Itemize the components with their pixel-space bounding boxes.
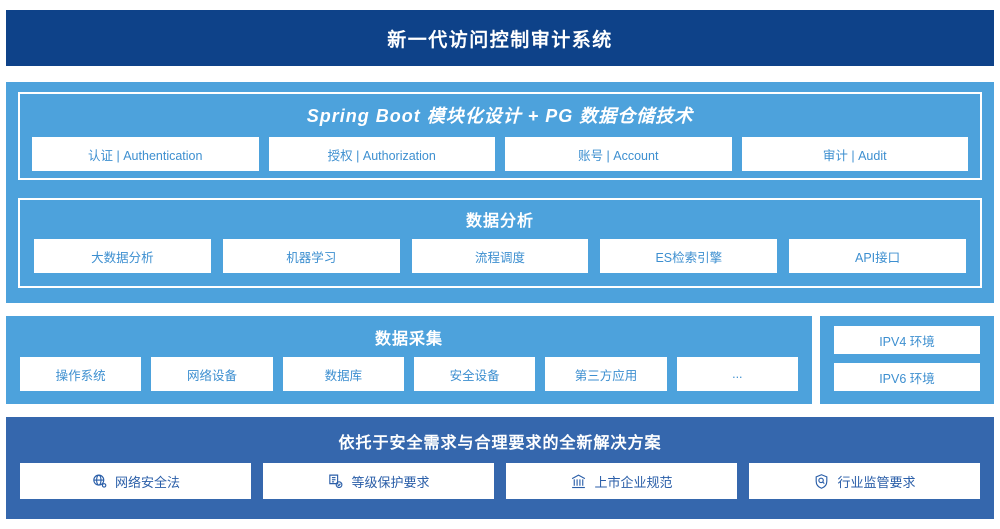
chip-listed-enterprise-norms[interactable]: 上市企业规范	[506, 463, 737, 499]
chip-api-interface[interactable]: API接口	[789, 239, 966, 273]
chip-third-party-application[interactable]: 第三方应用	[545, 357, 667, 391]
chip-big-data-analysis[interactable]: 大数据分析	[34, 239, 211, 273]
chip-authentication[interactable]: 认证 | Authentication	[32, 137, 259, 171]
data-collection-chip-row: 操作系统 网络设备 数据库 安全设备 第三方应用 ...	[6, 357, 812, 391]
bank-building-icon	[570, 473, 587, 490]
data-analysis-chip-row: 大数据分析 机器学习 流程调度 ES检索引擎 API接口	[20, 239, 980, 273]
chip-machine-learning[interactable]: 机器学习	[222, 239, 400, 273]
data-analysis-title: 数据分析	[465, 213, 534, 230]
section-environment: IPV4 环境 IPV6 环境	[820, 316, 994, 404]
chip-industry-regulation-label: 行业监管要求	[837, 474, 916, 490]
chip-database[interactable]: 数据库	[282, 357, 404, 391]
chip-es-search-engine[interactable]: ES检索引擎	[600, 239, 778, 273]
section-spring-boot: Spring Boot 模块化设计 + PG 数据仓储技术 认证 | Authe…	[6, 82, 994, 190]
chip-listed-enterprise-norms-label: 上市企业规范	[594, 474, 673, 490]
chip-ipv4-environment[interactable]: IPV4 环境	[834, 326, 980, 354]
spring-boot-inner-box: Spring Boot 模块化设计 + PG 数据仓储技术 认证 | Authe…	[18, 92, 982, 180]
chip-ipv6-environment[interactable]: IPV6 环境	[834, 363, 980, 391]
shield-search-icon	[813, 473, 830, 490]
chip-authorization[interactable]: 授权 | Authorization	[268, 137, 495, 171]
chip-process-scheduling[interactable]: 流程调度	[411, 239, 589, 273]
chip-cybersecurity-law[interactable]: 网络安全法	[20, 463, 251, 499]
section-data-collection: 数据采集 操作系统 网络设备 数据库 安全设备 第三方应用 ...	[6, 316, 812, 404]
spring-boot-title: Spring Boot 模块化设计 + PG 数据仓储技术	[306, 106, 694, 126]
solution-chip-row: 网络安全法 等级保护要求	[6, 463, 994, 499]
chip-operating-system[interactable]: 操作系统	[20, 357, 142, 391]
page-header: 新一代访问控制审计系统	[6, 10, 994, 66]
section-data-analysis: 数据分析 大数据分析 机器学习 流程调度 ES检索引擎 API接口	[6, 190, 994, 303]
chip-account[interactable]: 账号 | Account	[505, 137, 732, 171]
document-check-icon	[327, 473, 344, 490]
chip-more-ellipsis[interactable]: ...	[676, 357, 798, 391]
chip-cybersecurity-law-label: 网络安全法	[114, 474, 180, 490]
page-title: 新一代访问控制审计系统	[387, 29, 613, 51]
chip-industry-regulation[interactable]: 行业监管要求	[749, 463, 980, 499]
chip-classified-protection[interactable]: 等级保护要求	[263, 463, 494, 499]
solution-title: 依托于安全需求与合理要求的全新解决方案	[338, 435, 662, 452]
section-solution: 依托于安全需求与合理要求的全新解决方案 网络安全法	[6, 417, 994, 519]
data-collection-title: 数据采集	[374, 331, 443, 348]
chip-classified-protection-label: 等级保护要求	[351, 474, 430, 490]
data-analysis-inner-box: 数据分析 大数据分析 机器学习 流程调度 ES检索引擎 API接口	[18, 198, 982, 288]
chip-security-device[interactable]: 安全设备	[413, 357, 536, 391]
chip-audit[interactable]: 审计 | Audit	[741, 137, 968, 171]
chip-network-device[interactable]: 网络设备	[151, 357, 273, 391]
spring-boot-chip-row: 认证 | Authentication 授权 | Authorization 账…	[20, 137, 980, 171]
globe-network-icon	[91, 473, 108, 490]
